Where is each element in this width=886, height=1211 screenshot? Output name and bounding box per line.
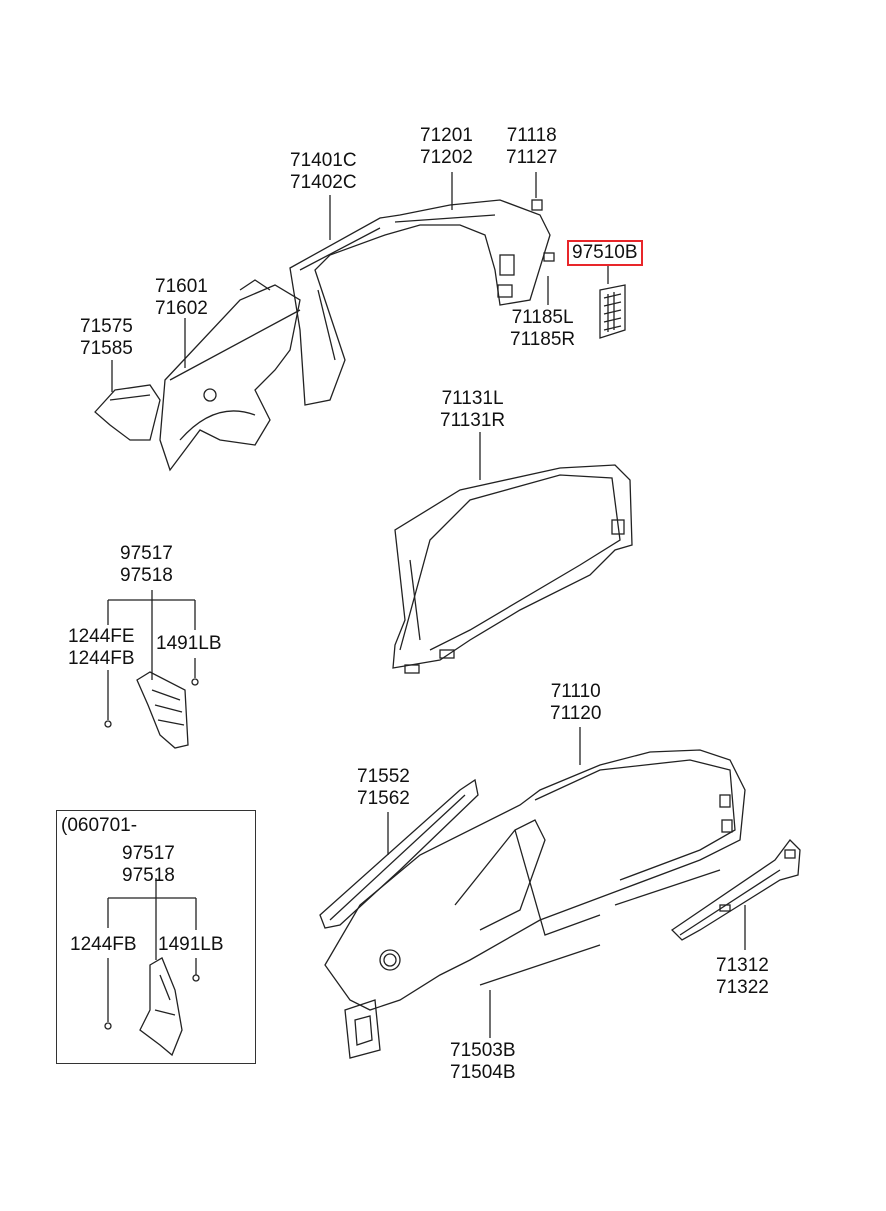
part-number: 71504B: [450, 1062, 516, 1083]
part-number: 1491LB: [158, 934, 224, 955]
part-label-71575: 71575 71585: [80, 316, 133, 360]
part-number: 1244FB: [70, 934, 137, 955]
part-label-71131l: 71131L 71131R: [440, 388, 505, 432]
part-label-1491lb: 1491LB: [156, 633, 222, 655]
part-number: 1244FE: [68, 626, 135, 647]
part-label-97517: 97517 97518: [120, 543, 173, 587]
part-number: 71601: [155, 276, 208, 297]
part-number: 71120: [550, 703, 602, 724]
part-label-71552: 71552 71562: [357, 766, 410, 810]
part-label-1244fe: 1244FE 1244FB: [68, 626, 135, 670]
part-label-97510b-highlighted: 97510B: [567, 240, 643, 266]
part-number: 71185L: [511, 307, 574, 328]
part-number: 71402C: [290, 172, 357, 193]
part-label-71201: 71201 71202: [420, 125, 473, 169]
part-number: 71127: [506, 147, 558, 168]
part-number: 71202: [420, 147, 473, 168]
part-number: 97517: [122, 843, 175, 864]
part-number: 71110: [550, 681, 601, 702]
inset-box: (060701-: [56, 810, 256, 1064]
part-number: 71201: [420, 125, 473, 146]
part-number: 97517: [120, 543, 173, 564]
part-number: 97510B: [572, 242, 638, 263]
inset-date-label: (060701-: [61, 815, 138, 836]
part-number: 71602: [155, 298, 208, 319]
part-number: 71503B: [450, 1040, 516, 1061]
part-label-71401c: 71401C 71402C: [290, 150, 357, 194]
part-label-71312: 71312 71322: [716, 955, 769, 999]
part-label-71503b: 71503B 71504B: [450, 1040, 516, 1084]
part-label-71110: 71110 71120: [550, 681, 601, 725]
part-number: 71552: [357, 766, 410, 787]
part-number: 71312: [716, 955, 769, 976]
part-label-71118: 71118 71127: [506, 125, 557, 169]
part-number: 1244FB: [68, 648, 135, 669]
part-number: 71575: [80, 316, 133, 337]
part-number: 71131R: [440, 410, 506, 431]
part-number: 71185R: [510, 329, 576, 350]
inset-part-label-1244fb: 1244FB: [70, 934, 137, 956]
part-number: 1491LB: [156, 633, 222, 654]
part-number: 97518: [120, 565, 173, 586]
part-number: 71131L: [441, 388, 504, 409]
part-number: 71401C: [290, 150, 357, 171]
part-number: 71322: [716, 977, 769, 998]
inset-part-label-1491lb: 1491LB: [158, 934, 224, 956]
part-label-71601: 71601 71602: [155, 276, 208, 320]
part-label-71185l: 71185L 71185R: [510, 307, 575, 351]
inset-part-label-97517: 97517 97518: [122, 843, 175, 887]
part-number: 97518: [122, 865, 175, 886]
part-number: 71585: [80, 338, 133, 359]
part-number: 71118: [506, 125, 557, 146]
part-number: 71562: [357, 788, 410, 809]
